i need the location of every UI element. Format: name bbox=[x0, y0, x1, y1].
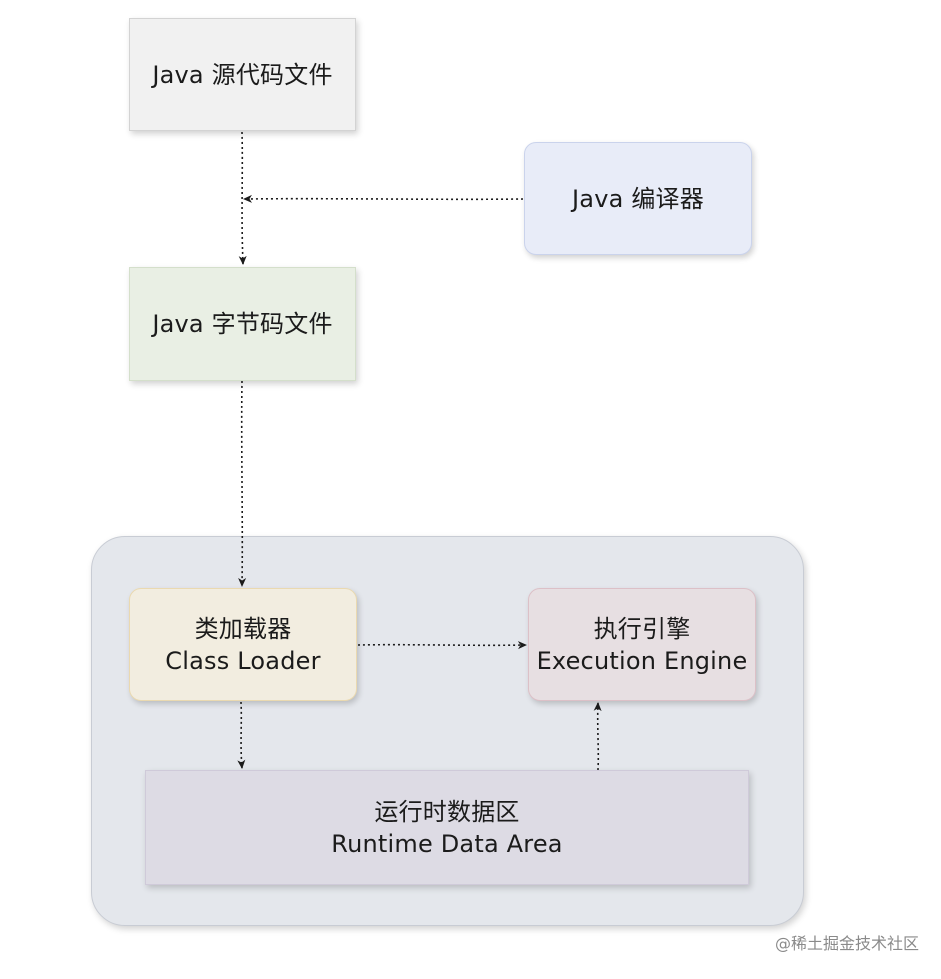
runtime-data-area-label-en: Runtime Data Area bbox=[331, 829, 563, 858]
java-bytecode-file-label: Java 字节码文件 bbox=[152, 310, 333, 338]
execution-engine-node: 执行引擎 Execution Engine bbox=[528, 588, 756, 701]
java-compiler-label: Java 编译器 bbox=[572, 184, 704, 213]
edge-source-to-bytecode bbox=[238, 131, 247, 265]
class-loader-label-en: Class Loader bbox=[165, 646, 321, 675]
class-loader-label-cn: 类加载器 bbox=[194, 614, 292, 643]
java-source-file-node: Java 源代码文件 bbox=[129, 18, 356, 131]
watermark: @稀土掘金技术社区 bbox=[774, 934, 919, 953]
runtime-data-area-label-cn: 运行时数据区 bbox=[374, 797, 520, 826]
java-source-file-label: Java 源代码文件 bbox=[152, 60, 333, 89]
class-loader-node: 类加载器 Class Loader bbox=[129, 588, 357, 701]
java-bytecode-file-node: Java 字节码文件 bbox=[129, 267, 356, 381]
java-compiler-node: Java 编译器 bbox=[524, 142, 752, 255]
execution-engine-label-cn: 执行引擎 bbox=[593, 614, 691, 643]
edge-compiler-to-flow bbox=[243, 194, 524, 203]
execution-engine-label-en: Execution Engine bbox=[536, 646, 748, 675]
runtime-data-area-node: 运行时数据区 Runtime Data Area bbox=[145, 770, 749, 885]
